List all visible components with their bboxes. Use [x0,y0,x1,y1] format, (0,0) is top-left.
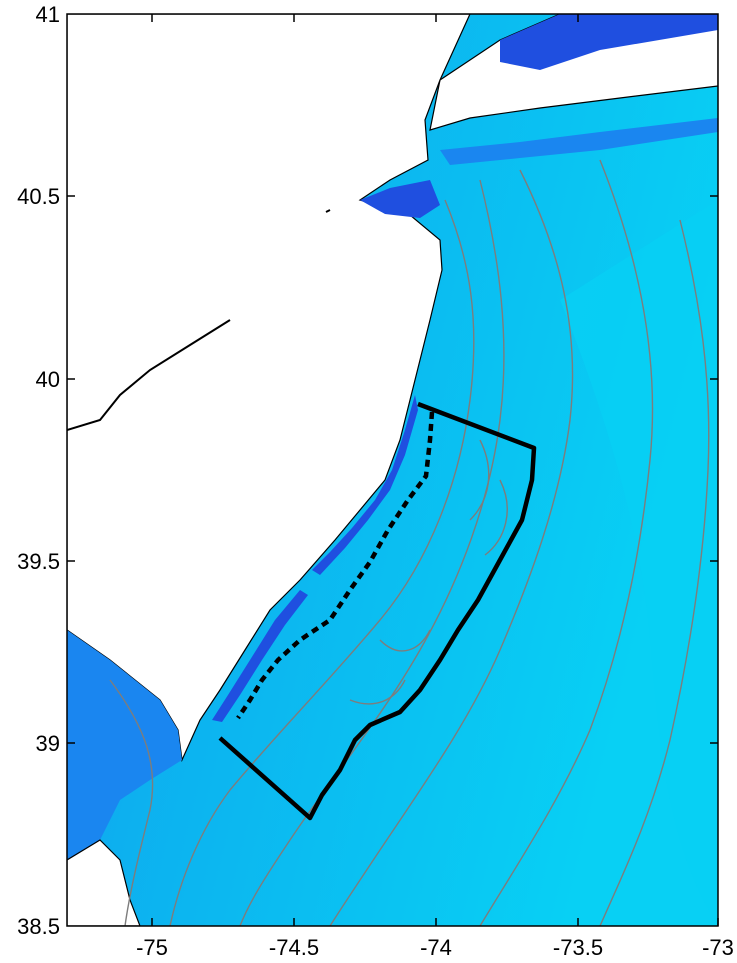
study-area-inner-boundary [236,411,435,720]
x-tick-label: -73 [702,935,734,960]
contour-line [329,169,574,926]
long-island-south-shore-water [440,118,718,165]
long-island-sound-water [500,14,718,70]
contour-line [349,629,431,705]
x-tick-label: -74.5 [269,935,319,960]
contour-line [479,159,654,926]
y-tick-label: 39.5 [17,549,60,574]
y-tick-label: 40.5 [17,184,60,209]
contour-line [469,439,508,556]
inland-river-2 [325,209,331,213]
raritan-bay-water [360,180,440,218]
contour-line [109,679,154,926]
y-tick-label: 40 [36,367,60,392]
contour-line [169,199,475,926]
bathymetry-contours [109,159,710,926]
axis-ticks [67,14,719,926]
plot-frame [66,13,719,927]
x-tick-label: -74 [420,935,452,960]
y-tick-label: 41 [36,2,60,27]
y-tick-label: 39 [36,731,60,756]
inland-river [67,319,231,431]
x-tick-label: -75 [136,935,168,960]
southern-bays-water [212,590,308,722]
plot-area [67,14,718,926]
study-area-boundary [218,401,537,821]
contour-line [239,179,505,926]
contour-line [599,219,710,926]
y-tick-label: 38.5 [17,914,60,939]
delaware-bay-water [67,630,182,860]
x-tick-label: -73.5 [553,935,603,960]
deep-water-region [560,200,718,926]
